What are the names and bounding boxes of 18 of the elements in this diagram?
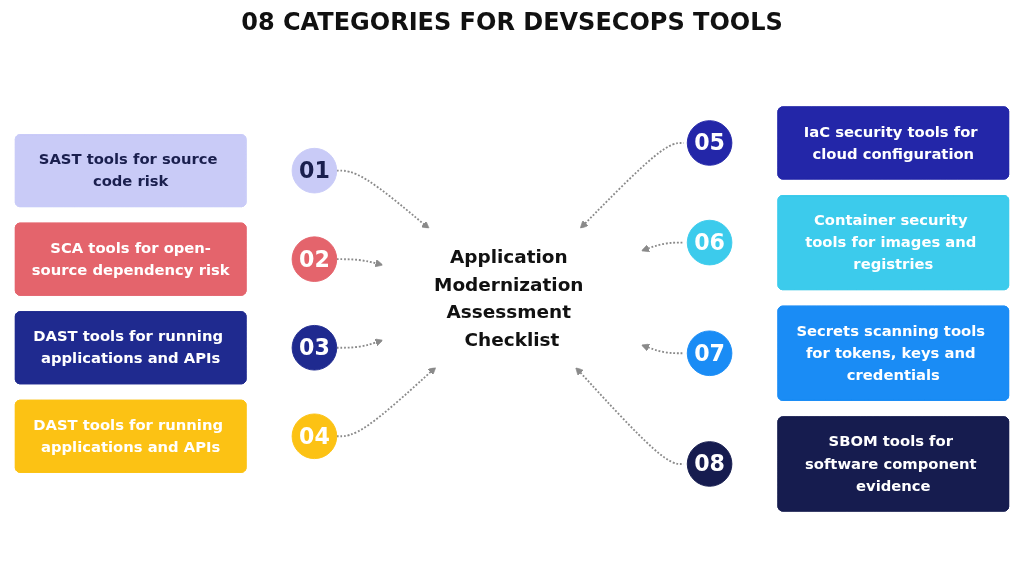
node-circle: 01: [291, 147, 338, 194]
node-circle: 05: [686, 120, 733, 166]
arrow: [641, 241, 685, 253]
node-circle: 04: [291, 413, 338, 460]
arrow: [641, 343, 685, 355]
arrow: [335, 258, 384, 268]
arrow: [335, 338, 384, 349]
arrow: [579, 142, 685, 229]
node-circle: 07: [686, 330, 733, 377]
arrow: [575, 367, 685, 465]
diagram-title: 08 CATEGORIES FOR DEVSECOPS TOOLS: [240, 8, 784, 36]
node-circle: 03: [291, 324, 338, 371]
node-circle: 06: [686, 219, 733, 266]
arrow: [335, 169, 430, 230]
node-circle: 08: [686, 441, 733, 487]
node-text: Application Modernization Assessment Checklist: [434, 245, 584, 351]
node-circle: 02: [291, 236, 338, 282]
arrow: [335, 366, 437, 438]
